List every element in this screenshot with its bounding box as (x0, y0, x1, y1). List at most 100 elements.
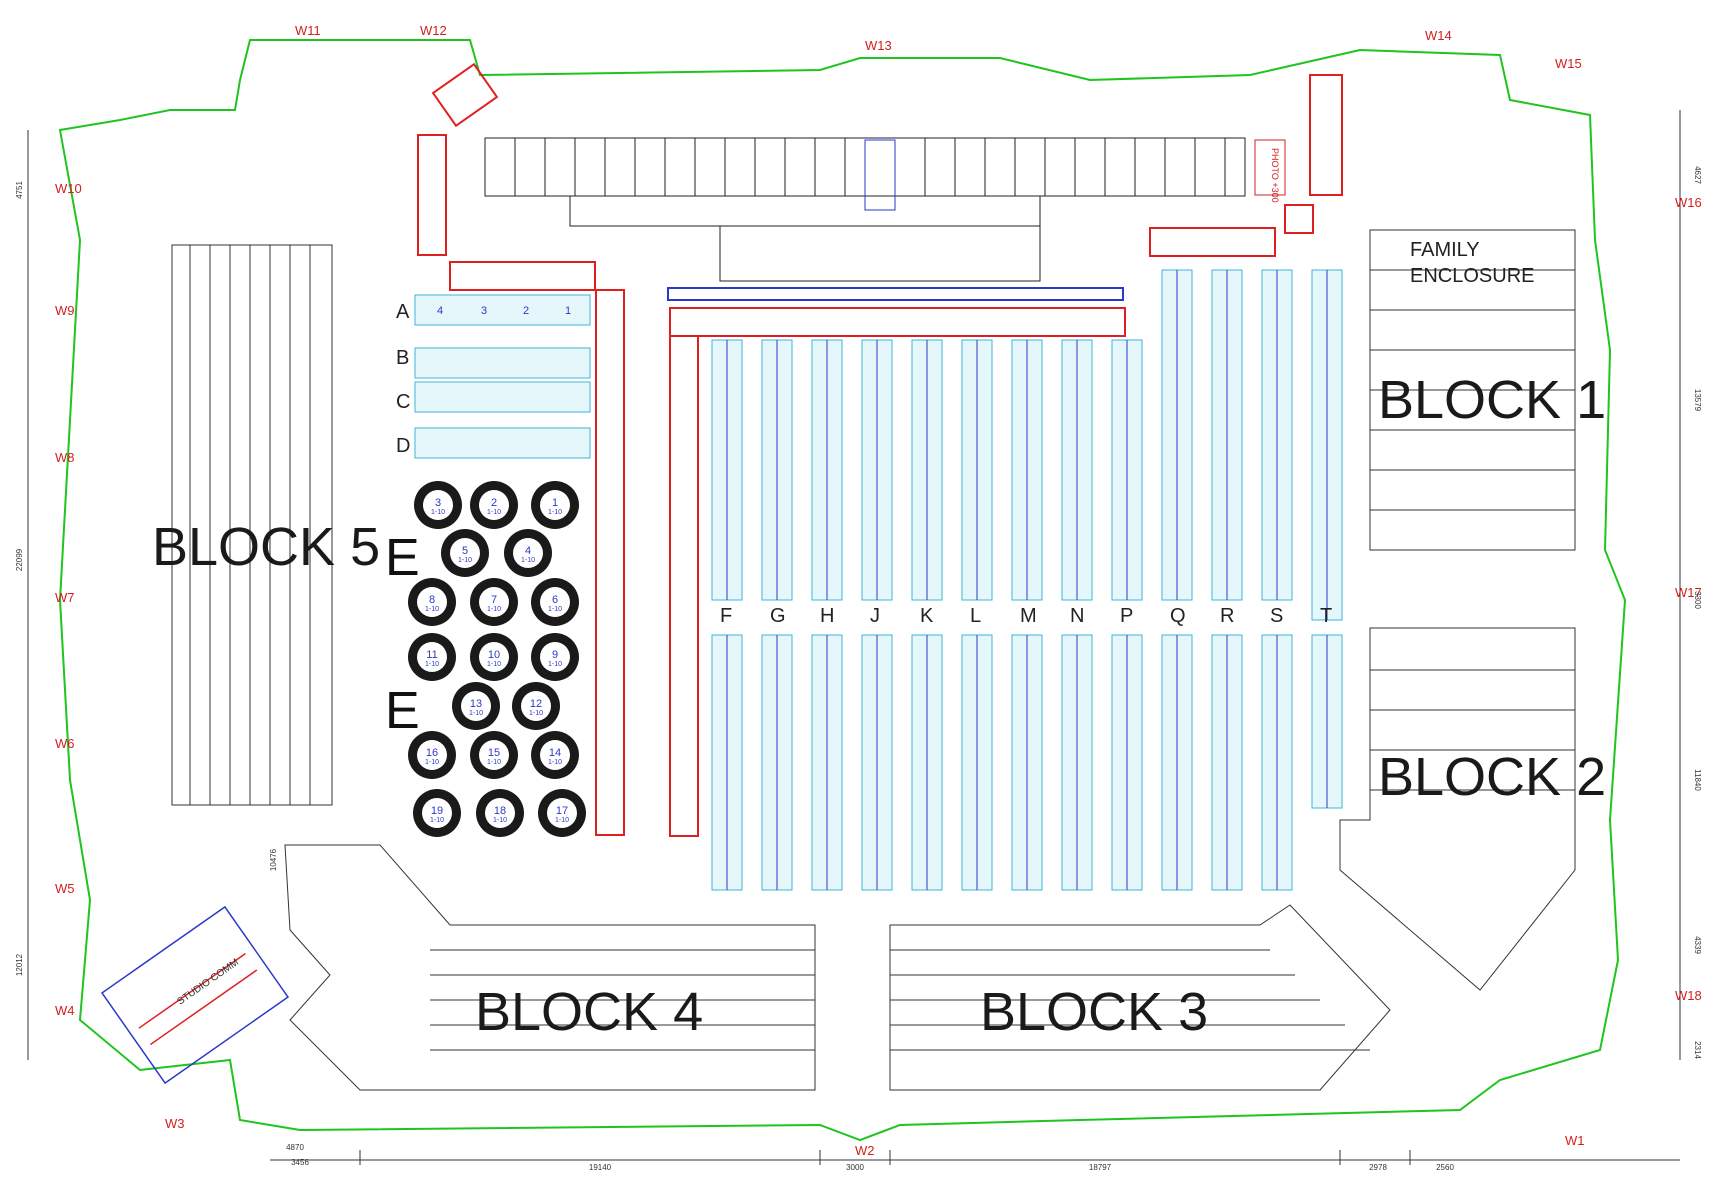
dimension-value: 4339 (1693, 936, 1702, 954)
floor-row-label: H (820, 605, 834, 627)
round-table: 101-10 (470, 633, 518, 681)
exit-w2: W2 (855, 1143, 875, 1158)
svg-text:1: 1 (565, 305, 571, 317)
floor-row-label: Q (1170, 605, 1186, 627)
round-table-seats: 1-10 (487, 509, 501, 516)
floor-row-t: T (1311, 269, 1343, 809)
section-e-label-bottom: E (385, 682, 420, 740)
dimension-value: 22099 (15, 548, 24, 571)
round-table-number: 4 (525, 545, 531, 557)
round-table: 81-10 (408, 578, 456, 626)
round-table-seats: 1-10 (548, 661, 562, 668)
dimension-value: 3300 (1693, 591, 1702, 609)
round-table-number: 18 (494, 805, 506, 817)
floor-row-h: H (811, 339, 843, 891)
floor-row-label: J (870, 605, 880, 627)
floor-row-g: G (761, 339, 793, 891)
round-table-number: 15 (488, 747, 500, 759)
block5-seating (171, 244, 333, 806)
floor-row-label: N (1070, 605, 1084, 627)
round-table-seats: 1-10 (425, 759, 439, 766)
exit-w5: W5 (55, 881, 75, 896)
block1-seating (1369, 229, 1576, 551)
round-table-number: 8 (429, 594, 435, 606)
exit-w10: W10 (55, 181, 82, 196)
round-table: 111-10 (408, 633, 456, 681)
svg-text:2: 2 (523, 305, 529, 317)
round-table-number: 5 (462, 545, 468, 557)
round-table: 131-10 (452, 682, 500, 730)
dimension-value: 3000 (846, 1163, 864, 1172)
exit-w7: W7 (55, 590, 75, 605)
stage-row-table-numbers: 4 3 2 1 (437, 305, 571, 317)
round-table: 51-10 (441, 529, 489, 577)
blue-barrier (667, 287, 1124, 301)
exit-w16: W16 (1675, 195, 1702, 210)
round-table: 71-10 (470, 578, 518, 626)
exit-w12: W12 (420, 23, 447, 38)
dimension-value: 18797 (1089, 1163, 1112, 1172)
round-table-seats: 1-10 (487, 759, 501, 766)
exit-w13: W13 (865, 38, 892, 53)
round-table-seats: 1-10 (425, 606, 439, 613)
round-table: 151-10 (470, 731, 518, 779)
round-table: 91-10 (531, 633, 579, 681)
round-table-number: 10 (488, 649, 500, 661)
section-e-label-top: E (385, 529, 420, 587)
floor-row-label: K (920, 605, 934, 627)
round-table: 171-10 (538, 789, 586, 837)
floor-row-q: Q (1161, 269, 1193, 891)
svg-text:4: 4 (437, 305, 443, 317)
round-table-seats: 1-10 (430, 817, 444, 824)
floor-row-m: M (1011, 339, 1043, 891)
block2-label: BLOCK 2 (1378, 747, 1606, 807)
dimension-value: 4870 (286, 1143, 304, 1152)
round-table: 41-10 (504, 529, 552, 577)
stage-grid-lines (514, 138, 1226, 196)
block2-seating (1339, 627, 1576, 991)
exit-w6: W6 (55, 736, 75, 751)
round-table-seats: 1-10 (521, 557, 535, 564)
round-table-number: 6 (552, 594, 558, 606)
dimension-value: 12012 (15, 953, 24, 976)
exit-w9: W9 (55, 303, 75, 318)
photo-box (1254, 139, 1286, 196)
stage-row-b: B (396, 347, 409, 369)
round-table: 31-10 (414, 481, 462, 529)
dimension-value: 11840 (1693, 769, 1702, 791)
round-table: 141-10 (531, 731, 579, 779)
round-table-number: 2 (491, 497, 497, 509)
round-table-number: 16 (426, 747, 438, 759)
round-table: 21-10 (470, 481, 518, 529)
studio-comm-booth (100, 905, 290, 1085)
round-table-number: 13 (470, 698, 482, 710)
dimension-value: 3456 (291, 1158, 309, 1167)
round-table-seats: 1-10 (425, 661, 439, 668)
exit-w14: W14 (1425, 28, 1452, 43)
round-table: 61-10 (531, 578, 579, 626)
dimension-lines (27, 110, 1681, 1165)
dimension-value: 2314 (1693, 1041, 1702, 1059)
floor-row-label: M (1020, 605, 1037, 627)
round-table-number: 14 (549, 747, 561, 759)
floor-row-f: F (711, 339, 743, 891)
studio-comm-label: STUDIO COMM (175, 957, 240, 1007)
family-enclosure-line1: FAMILY (1410, 239, 1480, 261)
floor-row-s: S (1261, 269, 1293, 891)
round-table-seats: 1-10 (555, 817, 569, 824)
floor-row-label: S (1270, 605, 1283, 627)
round-table-number: 9 (552, 649, 558, 661)
stage-rows (414, 294, 591, 459)
round-table-seats: 1-10 (548, 759, 562, 766)
exit-w17: W17 (1675, 585, 1702, 600)
round-table-seats: 1-10 (469, 710, 483, 717)
round-table-number: 7 (491, 594, 497, 606)
floor-row-l: L (961, 339, 993, 891)
block3-label: BLOCK 3 (980, 982, 1208, 1042)
svg-text:3: 3 (481, 305, 487, 317)
round-table-seats: 1-10 (548, 606, 562, 613)
round-table-seats: 1-10 (529, 710, 543, 717)
